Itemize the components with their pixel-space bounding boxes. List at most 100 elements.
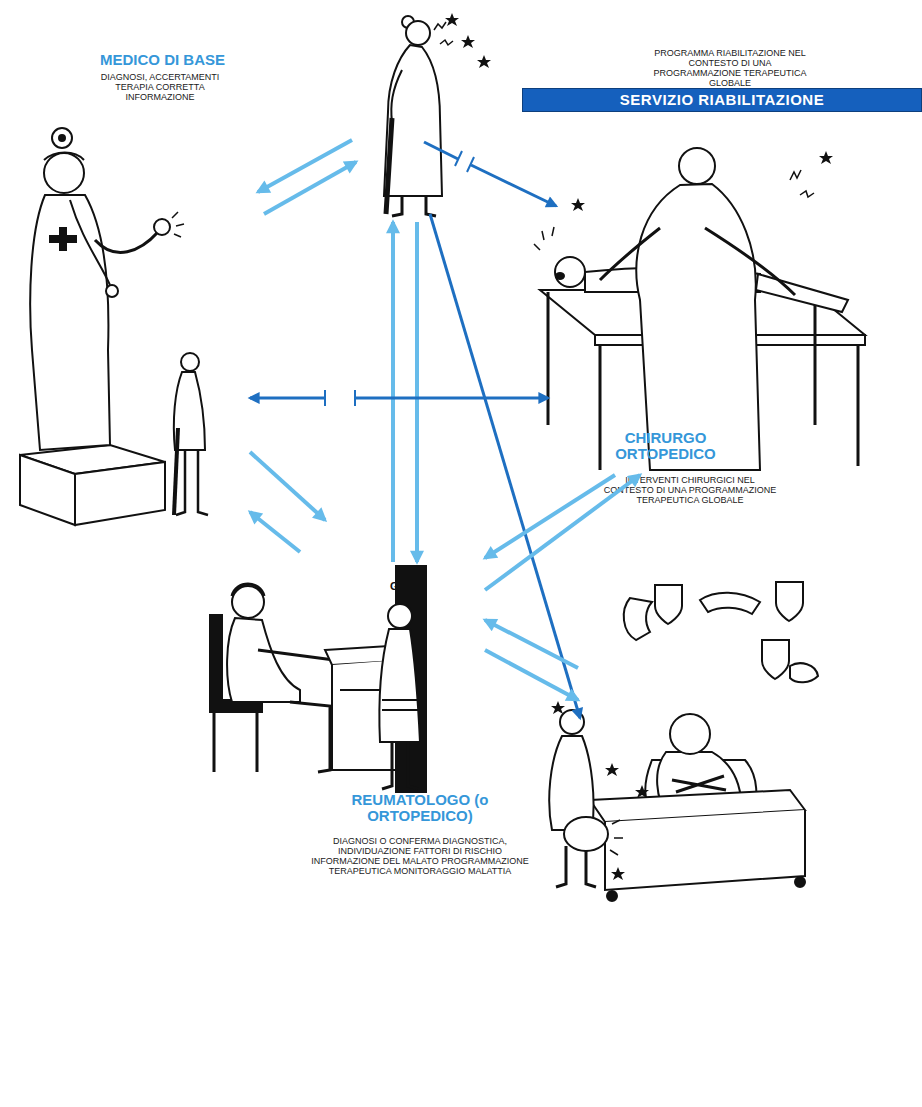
doctor-figure <box>20 128 184 525</box>
head-band <box>44 153 84 161</box>
stethoscope <box>70 200 110 285</box>
service-band: SERVIZIO RIABILITAZIONE <box>522 88 922 112</box>
flow-arrow <box>485 475 640 590</box>
pedestal-side <box>20 455 75 525</box>
chair-back <box>210 615 222 700</box>
dark-flow-arrow <box>250 397 548 400</box>
lying-patient-head <box>555 257 585 287</box>
flow-arrow <box>391 222 395 562</box>
doctor-arm <box>95 232 158 252</box>
standing-patient-head <box>388 604 412 628</box>
service-description: DIAGNOSI O CONFERMA DIAGNOSTICA, INDIVID… <box>310 836 530 876</box>
pain-squiggle <box>434 22 453 45</box>
dark-flow-arrow <box>430 214 580 718</box>
flow-arrow <box>415 222 419 562</box>
head-mirror-center <box>59 135 65 141</box>
service-description: INTERVENTI CHIRURGICI NEL CONTESTO DI UN… <box>602 475 778 505</box>
flow-arrow <box>258 140 352 192</box>
knee-patient-head <box>560 710 584 734</box>
gap-tick <box>455 151 462 166</box>
service-node: REUMATOLOGO (o ORTOPEDICO)DIAGNOSI O CON… <box>300 520 485 905</box>
pain-lines <box>610 820 623 855</box>
rheumatologist-legs <box>290 702 330 772</box>
pain-lines <box>534 227 554 250</box>
pain-star <box>635 785 649 798</box>
gap-tick <box>354 390 356 406</box>
arm <box>391 70 402 122</box>
flow-arrow <box>485 475 615 558</box>
gap-tick <box>467 157 474 172</box>
rheumatologist-head <box>232 586 264 618</box>
legs <box>392 196 436 216</box>
patient-legs <box>176 450 208 515</box>
trophy-shield <box>762 640 789 679</box>
trophy-shield <box>655 585 682 624</box>
service-description: DIAGNOSI, ACCERTAMENTI TERAPIA CORRETTA … <box>85 72 235 102</box>
doctor-coat <box>30 195 110 450</box>
pedestal-front <box>75 462 165 525</box>
rheumatologist-body <box>227 618 300 702</box>
trophy-shield <box>776 582 803 621</box>
knee-patient-legs <box>556 846 596 887</box>
service-heading: REUMATOLOGO (o ORTOPEDICO) <box>350 792 490 824</box>
surgeon-head <box>670 714 710 754</box>
pain-star <box>819 151 833 164</box>
service-node: SERVIZIO RIABILITAZIONEPROGRAMMA RIABILI… <box>548 48 922 475</box>
pain-star <box>551 701 565 714</box>
flow-arrow <box>250 452 325 520</box>
dark-flow-arrow <box>424 142 458 159</box>
cane <box>174 428 178 515</box>
therapist-head <box>679 148 715 184</box>
flow-arrow <box>485 620 578 668</box>
cane <box>386 118 392 214</box>
head-mirror <box>52 128 72 148</box>
trophy-arm <box>700 593 760 614</box>
service-node: MEDICO DI BASEDIAGNOSI, ACCERTAMENTI TER… <box>0 40 250 565</box>
trophy-arm <box>624 598 652 640</box>
service-description: PROGRAMMA RIABILITAZIONE NEL CONTESTO DI… <box>644 48 816 88</box>
standing-patient-legs <box>382 742 418 789</box>
crossed-arms <box>672 776 726 792</box>
knee-patient-body <box>549 736 593 830</box>
pain-star <box>477 55 491 68</box>
flow-arrow <box>485 650 578 700</box>
pain-star <box>611 867 625 880</box>
pain-star <box>605 763 619 776</box>
rehabilitation-scene <box>534 148 865 470</box>
gap-tick <box>324 390 326 406</box>
raised-leg <box>756 274 848 312</box>
rheumatologist-scene <box>210 566 426 792</box>
surgeon-scene <box>549 582 818 901</box>
exclamation-label: GH! <box>378 580 422 592</box>
pain-star <box>461 35 475 48</box>
stethoscope-chest-piece <box>106 285 118 297</box>
chair-legs <box>214 712 257 772</box>
rheumatologist-arm <box>258 650 334 660</box>
desk-front <box>605 810 805 890</box>
hair <box>232 584 264 596</box>
desk-wheel <box>795 877 805 887</box>
dark-flow-arrow <box>471 165 556 206</box>
brace-straps <box>382 700 418 710</box>
elderly-patient-figure <box>384 16 453 216</box>
therapist-coat <box>636 184 760 470</box>
swollen-knee <box>564 817 608 851</box>
flow-arrow <box>264 162 356 214</box>
flow-arrow <box>250 512 300 552</box>
service-node: CHIRURGO ORTOPEDICO INTERVENTI CHIRURGICI… <box>578 425 810 895</box>
head <box>406 21 430 45</box>
doctor-head <box>44 153 84 193</box>
effort-squiggle <box>790 170 814 197</box>
trophy-foot <box>790 663 818 682</box>
doctor-hand <box>154 219 170 235</box>
pain-star <box>445 13 459 26</box>
therapist-arm <box>600 228 660 280</box>
red-cross-emblem <box>50 228 76 250</box>
standing-patient-body <box>379 629 420 742</box>
service-heading: CHIRURGO ORTOPEDICO <box>603 430 728 462</box>
patient-head <box>181 353 199 371</box>
